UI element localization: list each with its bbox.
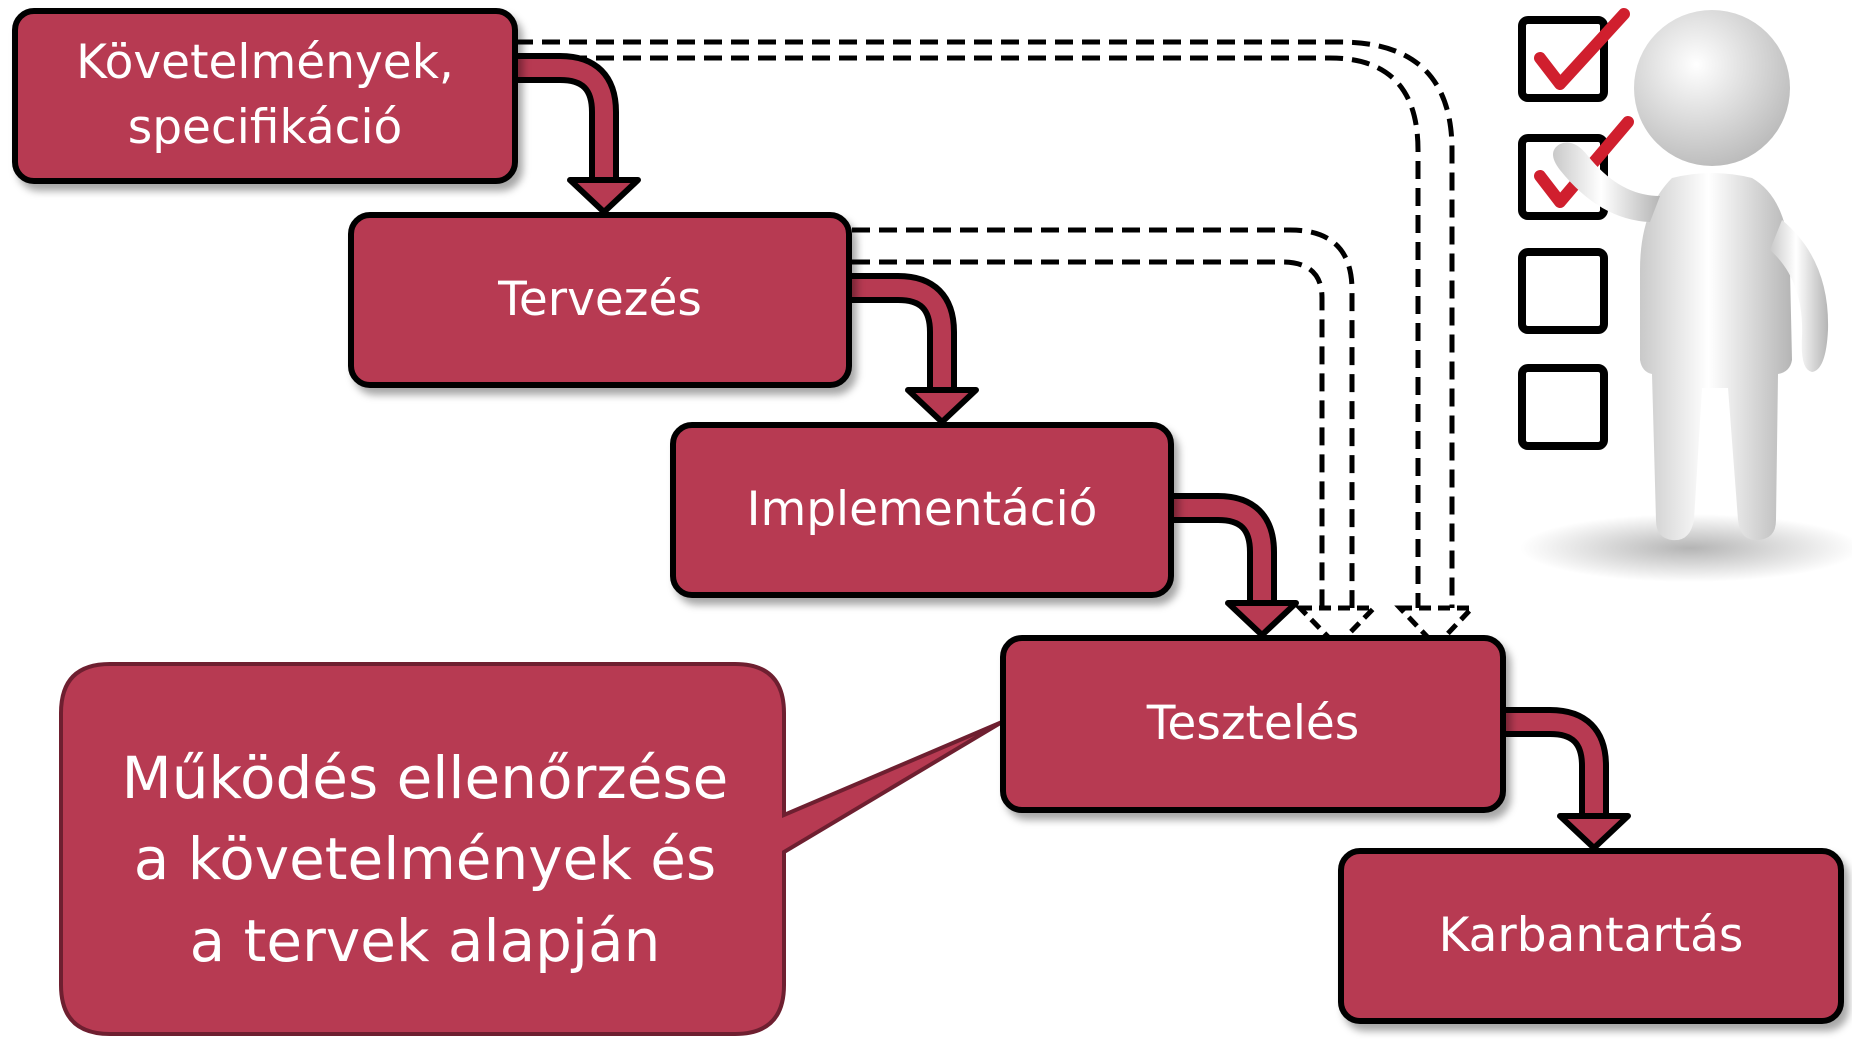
checklist <box>1518 8 1634 450</box>
step-requirements: Követelmények, specifikáció <box>12 8 518 184</box>
step-testing-label: Tesztelés <box>1146 695 1360 751</box>
dashed-arrow-design-to-testing <box>852 227 1380 650</box>
step-requirements-line-1: Követelmények, <box>76 35 454 91</box>
step-design-label: Tervezés <box>498 271 702 327</box>
callout-line-1: Működés ellenőrzése <box>121 744 729 813</box>
step-testing: Tesztelés <box>1000 635 1506 813</box>
callout-bubble <box>59 662 1004 1036</box>
checkbox-1 <box>1518 16 1608 102</box>
step-maintenance: Karbantartás <box>1338 848 1844 1024</box>
stick-figure-illustration <box>1520 10 1852 582</box>
checkbox-4 <box>1518 364 1608 450</box>
step-requirements-line-2: specifikáció <box>127 100 403 155</box>
step-implementation: Implementáció <box>670 422 1174 598</box>
step-maintenance-label: Karbantartás <box>1438 907 1744 963</box>
step-implementation-label: Implementáció <box>746 481 1098 537</box>
flow-arrow-3 <box>1168 493 1299 638</box>
flow-arrow-4 <box>1500 707 1631 851</box>
flow-arrow-1 <box>510 53 641 215</box>
flow-arrow-2 <box>848 273 979 425</box>
dashed-arrow-requirements-to-testing <box>515 39 1478 650</box>
checkbox-3 <box>1518 248 1608 334</box>
step-design: Tervezés <box>348 212 852 388</box>
callout-line-2: a követelmények és <box>133 825 717 894</box>
checkmark-icon <box>1534 116 1634 208</box>
checkmark-icon <box>1534 8 1630 90</box>
callout-text: Működés ellenőrzése a követelmények és a… <box>70 700 780 1020</box>
callout-line-3: a tervek alapján <box>189 906 661 975</box>
